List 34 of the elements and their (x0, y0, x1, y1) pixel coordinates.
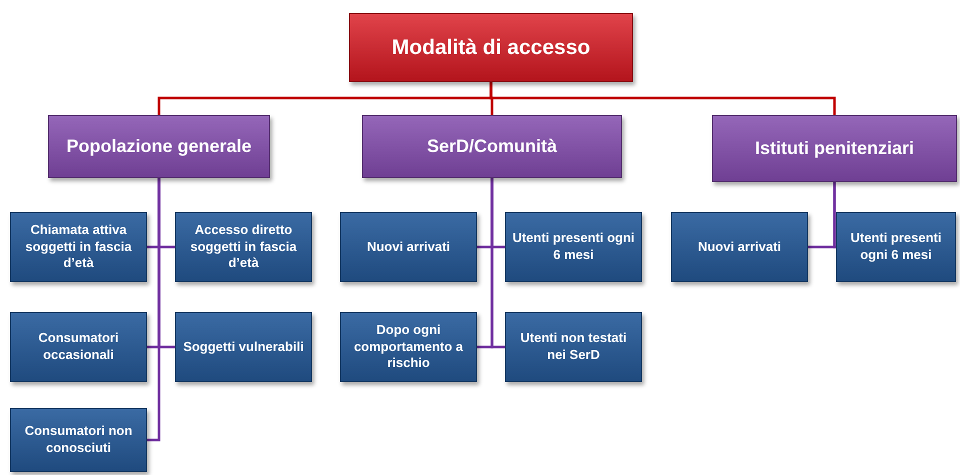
box-label: Accesso diretto soggetti in fascia d’età (189, 222, 298, 272)
connector-line (490, 178, 505, 348)
org-chart-box (836, 212, 956, 282)
org-chart-box (349, 13, 633, 82)
box-label: Utenti non testati nei SerD (519, 330, 628, 364)
org-chart-box (505, 312, 642, 382)
org-chart-box (362, 115, 622, 178)
org-chart-box (175, 212, 312, 282)
connector-line (833, 182, 836, 248)
org-chart-box (10, 212, 147, 282)
org-chart-box (505, 212, 642, 282)
org-chart-box (48, 115, 270, 178)
box-label: Nuovi arrivati (698, 238, 782, 256)
box-label: Modalità di accesso (392, 34, 590, 61)
box-label: Consumatori occasionali (37, 330, 120, 364)
box-label: Utenti presenti ogni 6 mesi (849, 230, 942, 264)
box-label: Istituti penitenziari (754, 136, 914, 160)
box-label: Popolazione generale (66, 134, 252, 158)
org-chart-box (340, 212, 477, 282)
box-label: Utenti presenti ogni 6 mesi (512, 230, 635, 264)
box-label: Chiamata attiva soggetti in fascia d’età (24, 222, 133, 272)
box-label: Nuovi arrivati (366, 238, 450, 256)
box-label: SerD/Comunità (426, 134, 558, 158)
org-chart-box (175, 312, 312, 382)
box-label: Dopo ogni comportamento a rischio (352, 322, 464, 372)
connector-line (490, 82, 836, 115)
box-label: Consumatori non conosciuti (24, 423, 134, 457)
org-chart-box (10, 312, 147, 382)
box-label: Soggetti vulnerabili (183, 338, 304, 356)
org-chart-box (340, 312, 477, 382)
connector-line (147, 178, 160, 442)
org-chart-box (712, 115, 957, 182)
org-chart-box (10, 408, 147, 472)
org-chart-box (671, 212, 808, 282)
